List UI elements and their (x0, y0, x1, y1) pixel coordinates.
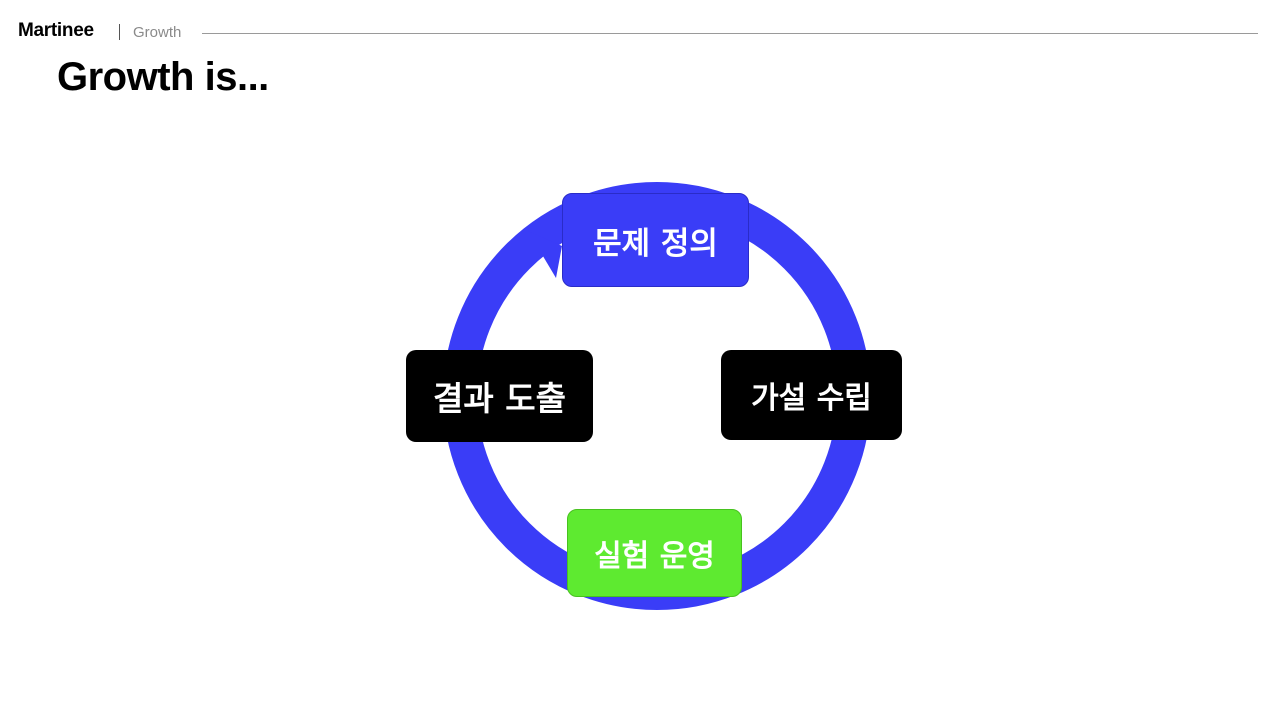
step-result: 결과 도출 (406, 350, 593, 442)
header-rule (202, 33, 1258, 34)
header-separator (119, 24, 120, 40)
brand-logo: Martinee (18, 20, 94, 41)
page-title: Growth is... (57, 55, 269, 99)
cycle-arrowhead-icon (528, 231, 562, 278)
header: Martinee Growth (18, 18, 1258, 48)
section-label: Growth (133, 24, 182, 41)
step-problem-definition: 문제 정의 (562, 193, 749, 287)
step-hypothesis: 가설 수립 (721, 350, 902, 440)
step-experiment: 실험 운영 (567, 509, 742, 597)
